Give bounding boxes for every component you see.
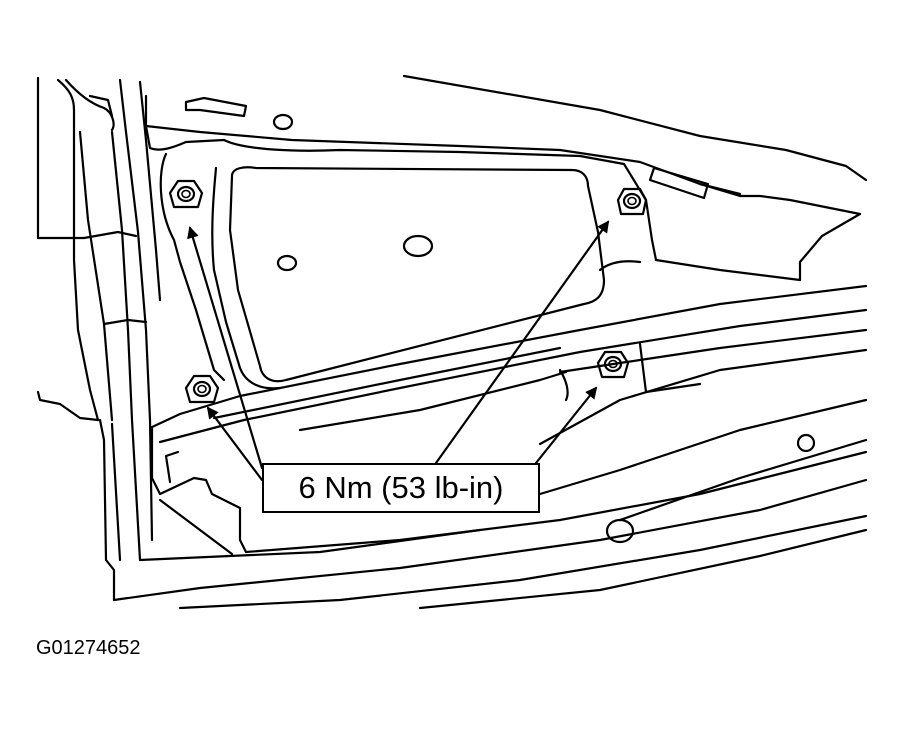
upper-panel <box>144 74 868 282</box>
lower-right-nut-icon <box>596 350 630 379</box>
cover-plate <box>159 152 642 390</box>
lower-left-nut-icon <box>184 374 220 404</box>
lower-rails <box>112 284 868 610</box>
leader-lower-right <box>534 386 598 465</box>
left-body-structure <box>36 76 162 602</box>
leader-lower-left <box>206 406 264 482</box>
figure-id: G01274652 <box>36 637 141 659</box>
upper-left-nut-icon <box>168 179 204 209</box>
torque-callout-label: 6 Nm (53 lb-in) <box>262 463 540 513</box>
leader-upper-left <box>187 226 264 470</box>
upper-right-nut-icon <box>616 187 648 216</box>
leader-upper-right <box>434 220 610 465</box>
callout-leaders <box>187 220 610 482</box>
